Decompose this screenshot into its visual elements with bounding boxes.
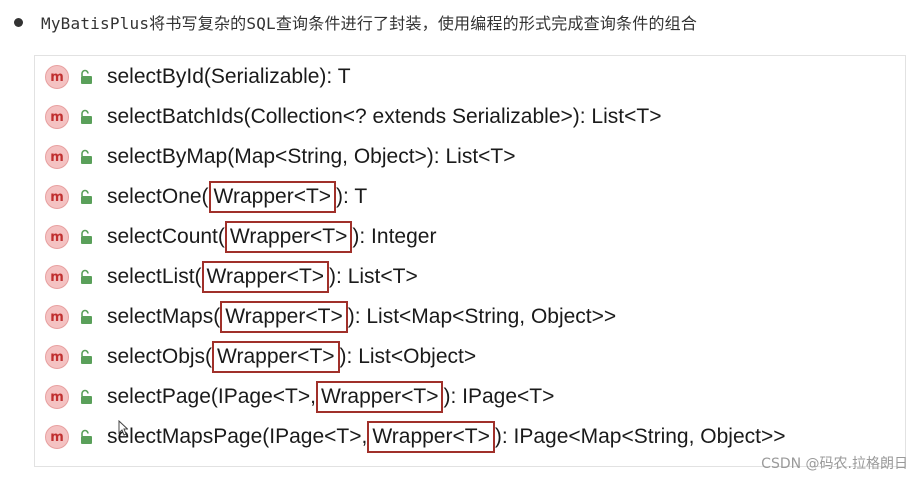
lock-icon [77, 268, 95, 286]
method-signature: selectMaps(Wrapper<T>): List<Map<String,… [107, 301, 616, 333]
method-signature-prefix: selectCount( [107, 225, 225, 248]
lock-icon [77, 388, 95, 406]
method-signature-prefix: selectPage(IPage<T>, [107, 385, 316, 408]
method-row[interactable]: m selectMaps(Wrapper<T>): List<Map<Strin… [45, 300, 616, 334]
method-row[interactable]: m selectByMap(Map<String, Object>): List… [45, 140, 516, 174]
lock-icon [77, 308, 95, 326]
lock-icon [77, 428, 95, 446]
method-signature-prefix: selectObjs( [107, 345, 213, 368]
method-signature-suffix: ): Integer [352, 225, 437, 248]
method-signature-suffix: ): List<Map<String, Object>> [347, 305, 617, 328]
method-m-icon: m [45, 145, 69, 169]
method-signature-suffix: ): List<Object> [339, 345, 477, 368]
method-list-panel: m selectById(Serializable): T m selectBa… [34, 55, 906, 467]
method-signature-suffix: ): List<T> [329, 265, 418, 288]
method-signature-prefix: selectOne( [107, 185, 209, 208]
method-row[interactable]: m selectPage(IPage<T>, Wrapper<T>): IPag… [45, 380, 554, 414]
method-row[interactable]: m selectList(Wrapper<T>): List<T> [45, 260, 418, 294]
method-signature: selectById(Serializable): T [107, 65, 351, 89]
method-row[interactable]: m selectObjs(Wrapper<T>): List<Object> [45, 340, 476, 374]
method-signature: selectList(Wrapper<T>): List<T> [107, 261, 418, 293]
method-signature-text: selectBatchIds(Collection<? extends Seri… [107, 105, 662, 128]
method-m-icon: m [45, 265, 69, 289]
method-m-icon: m [45, 345, 69, 369]
method-m-icon: m [45, 305, 69, 329]
method-signature-suffix: ): IPage<T> [443, 385, 555, 408]
method-row[interactable]: m selectCount(Wrapper<T>): Integer [45, 220, 436, 254]
wrapper-param-highlight: Wrapper<T> [201, 261, 330, 293]
lock-icon [77, 148, 95, 166]
method-signature-prefix: selectList( [107, 265, 202, 288]
method-signature-text: selectByMap(Map<String, Object>): List<T… [107, 145, 516, 168]
method-signature: selectByMap(Map<String, Object>): List<T… [107, 145, 516, 169]
method-row[interactable]: m selectOne(Wrapper<T>): T [45, 180, 367, 214]
intro-text: MyBatisPlus将书写复杂的SQL查询条件进行了封装，使用编程的形式完成查… [41, 14, 698, 33]
wrapper-param-highlight: Wrapper<T> [315, 381, 444, 413]
method-signature: selectPage(IPage<T>, Wrapper<T>): IPage<… [107, 381, 554, 413]
wrapper-param-highlight: Wrapper<T> [367, 421, 495, 453]
method-signature: selectMapsPage(IPage<T>, Wrapper<T>): IP… [107, 421, 786, 453]
method-signature: selectCount(Wrapper<T>): Integer [107, 221, 436, 253]
method-signature: selectOne(Wrapper<T>): T [107, 181, 367, 213]
wrapper-param-highlight: Wrapper<T> [208, 181, 337, 213]
method-m-icon: m [45, 425, 69, 449]
method-m-icon: m [45, 385, 69, 409]
method-m-icon: m [45, 185, 69, 209]
lock-icon [77, 108, 95, 126]
method-signature: selectBatchIds(Collection<? extends Seri… [107, 105, 661, 129]
wrapper-param-highlight: Wrapper<T> [220, 301, 348, 333]
lock-icon [77, 68, 95, 86]
method-row[interactable]: m selectMapsPage(IPage<T>, Wrapper<T>): … [45, 420, 786, 454]
method-row[interactable]: m selectBatchIds(Collection<? extends Se… [45, 100, 661, 134]
method-signature-text: selectById(Serializable): T [107, 65, 351, 88]
bullet-dot-icon [14, 17, 23, 27]
method-row[interactable]: m selectById(Serializable): T [45, 60, 351, 94]
method-m-icon: m [45, 65, 69, 89]
watermark: CSDN @码农.拉格朗日 [761, 456, 908, 472]
lock-icon [77, 188, 95, 206]
lock-icon [77, 348, 95, 366]
wrapper-param-highlight: Wrapper<T> [212, 341, 340, 373]
method-signature-suffix: ): IPage<Map<String, Object>> [494, 425, 786, 448]
method-signature-prefix: selectMaps( [107, 305, 221, 328]
mouse-cursor-icon [118, 420, 128, 436]
method-signature-suffix: ): T [336, 185, 368, 208]
method-signature: selectObjs(Wrapper<T>): List<Object> [107, 341, 476, 373]
method-m-icon: m [45, 105, 69, 129]
wrapper-param-highlight: Wrapper<T> [224, 221, 353, 253]
lock-icon [77, 228, 95, 246]
method-m-icon: m [45, 225, 69, 249]
intro-bullet: MyBatisPlus将书写复杂的SQL查询条件进行了封装，使用编程的形式完成查… [8, 8, 697, 36]
method-signature-prefix: selectMapsPage(IPage<T>, [107, 425, 368, 448]
